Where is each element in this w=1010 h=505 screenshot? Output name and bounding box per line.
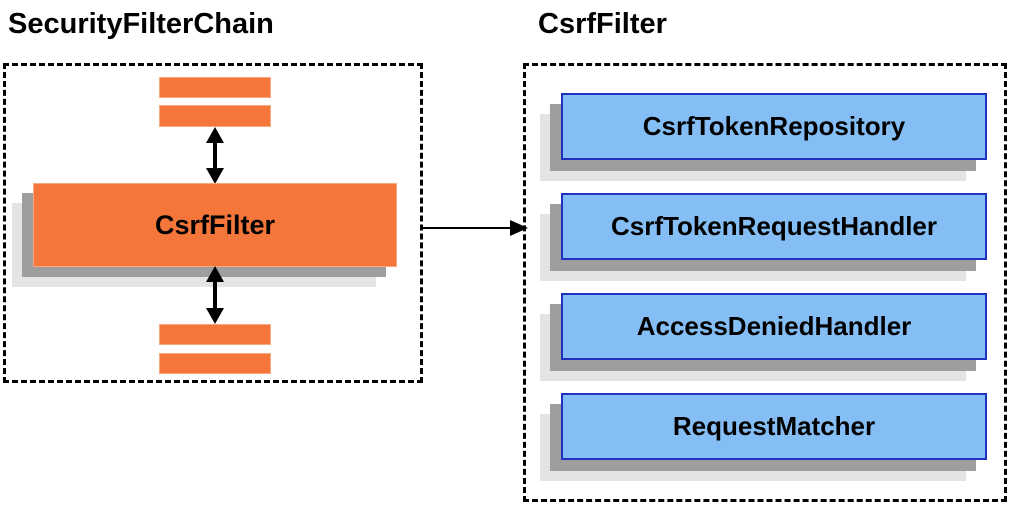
csrf-filter-box: CsrfFilter	[33, 183, 397, 267]
arrow-head-down	[206, 308, 224, 324]
up-down-arrow-icon	[206, 127, 224, 184]
arrow-shaft	[213, 140, 217, 171]
csrf-filter-title: CsrfFilter	[538, 8, 667, 40]
arrow-shaft	[213, 279, 217, 311]
filter-bar-bottom-2	[159, 353, 271, 374]
csrf-filter-components-container	[523, 63, 1007, 502]
up-down-arrow-icon	[206, 266, 224, 324]
security-filter-chain-container	[3, 63, 423, 383]
component-box-csrf-token-request-handler: CsrfTokenRequestHandler	[561, 193, 987, 260]
component-box-request-matcher: RequestMatcher	[561, 393, 987, 460]
component-box-csrf-token-repository: CsrfTokenRepository	[561, 93, 987, 160]
right-arrow-head	[510, 220, 528, 236]
right-arrow-icon	[423, 227, 513, 229]
filter-bar-top-1	[159, 77, 271, 98]
arrow-head-up	[206, 127, 224, 143]
component-box-access-denied-handler: AccessDeniedHandler	[561, 293, 987, 360]
arrow-head-down	[206, 168, 224, 184]
arrow-head-up	[206, 266, 224, 282]
security-filter-chain-title: SecurityFilterChain	[8, 8, 274, 40]
filter-bar-top-2	[159, 105, 271, 127]
filter-bar-bottom-1	[159, 324, 271, 345]
